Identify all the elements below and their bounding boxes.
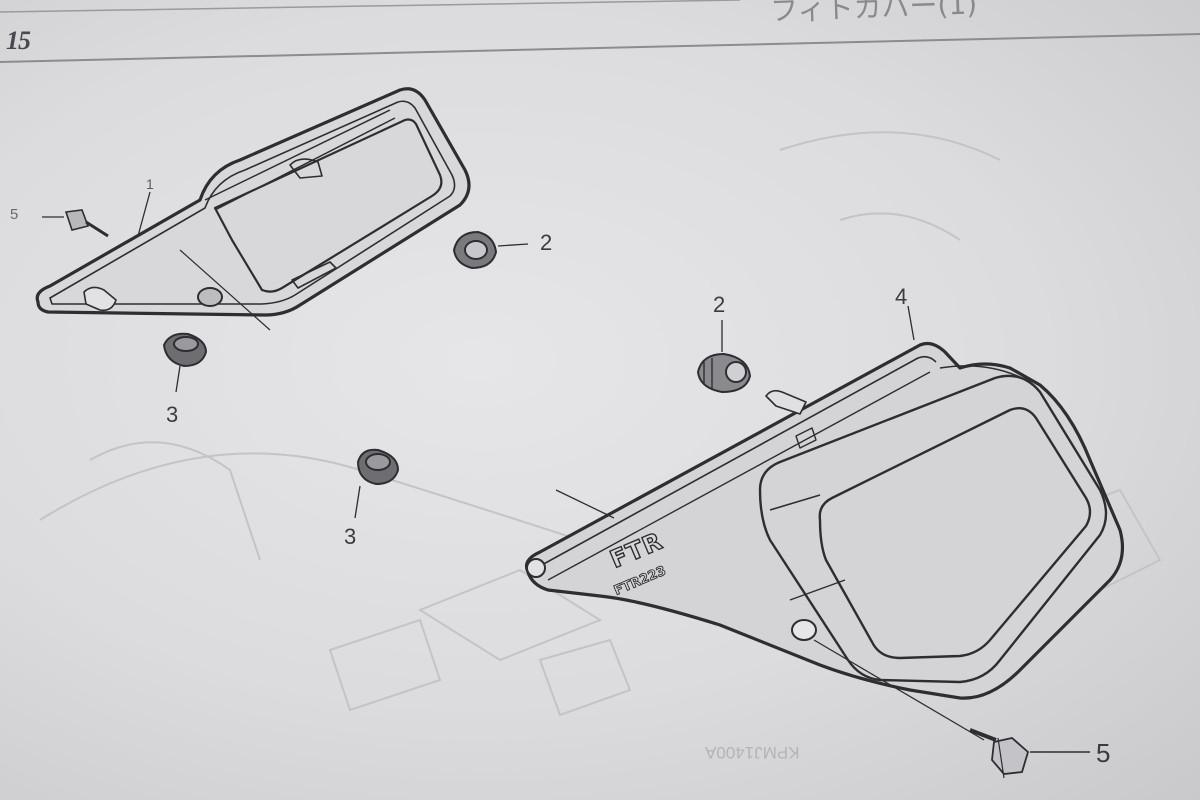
header-rule bbox=[0, 33, 1200, 63]
page-number: 15 bbox=[6, 26, 31, 55]
grommet-top bbox=[452, 230, 529, 270]
cushion-middle bbox=[354, 448, 400, 519]
header-rule-top bbox=[0, 0, 741, 13]
callout-5-bottom: 5 bbox=[1096, 738, 1111, 768]
bolt-bottom bbox=[969, 728, 1090, 779]
callout-1-small: 1 bbox=[146, 176, 154, 192]
bolt-left bbox=[42, 209, 109, 238]
cushion-left bbox=[162, 332, 208, 393]
grommet-middle bbox=[696, 320, 752, 394]
right-side-cover bbox=[524, 305, 1124, 741]
callout-2-top: 2 bbox=[540, 230, 553, 255]
callout-3-left: 3 bbox=[166, 402, 179, 427]
left-side-cover bbox=[35, 87, 471, 331]
callout-3-mid: 3 bbox=[344, 524, 357, 549]
callout-2-mid: 2 bbox=[713, 292, 726, 317]
callout-5-left: 5 bbox=[10, 206, 19, 223]
callout-4: 4 bbox=[895, 284, 908, 309]
bleed-through-code: KPMJ1400A bbox=[705, 743, 800, 762]
